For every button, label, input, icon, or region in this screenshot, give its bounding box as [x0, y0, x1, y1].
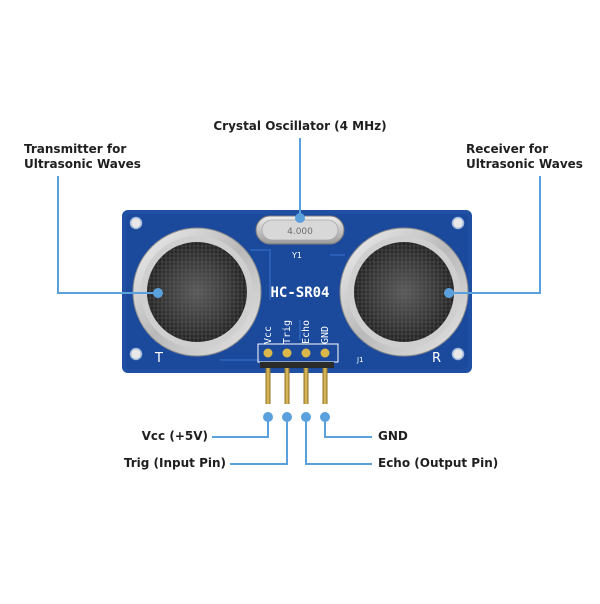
- pin-base: [260, 362, 334, 368]
- trig-label: Trig (Input Pin): [123, 456, 226, 470]
- leader-dot-crystal: [295, 213, 305, 223]
- vcc-label: Vcc (+5V): [141, 429, 208, 443]
- mounting-hole-bottom-right: [451, 347, 465, 361]
- leader-dot-echo: [301, 412, 311, 422]
- echo-label: Echo (Output Pin): [378, 456, 499, 470]
- pin-gnd: [322, 366, 328, 404]
- pin-trig: [284, 366, 290, 404]
- board-model: HC-SR04: [270, 285, 329, 301]
- leader-dot-trig: [282, 412, 292, 422]
- transmitter-label-line2: Ultrasonic Waves: [24, 157, 141, 171]
- leader-dot-transmitter: [153, 288, 163, 298]
- transmitter-label-line1: Transmitter for: [24, 142, 127, 156]
- leader-transmitter: [57, 176, 156, 294]
- mounting-hole-top-right: [451, 216, 465, 230]
- leader-receiver: [451, 176, 541, 294]
- leader-trig: [230, 420, 288, 465]
- mounting-hole-top-left: [129, 216, 143, 230]
- pin-silk-trig: Trig: [282, 320, 293, 344]
- pin-header-pads: [263, 348, 330, 358]
- leader-dot-receiver: [444, 288, 454, 298]
- pin-silk-echo: Echo: [301, 320, 312, 344]
- leader-gnd: [324, 420, 372, 438]
- pin-silk-gnd: GND: [320, 326, 331, 344]
- receiver-label-line2: Ultrasonic Waves: [466, 157, 583, 171]
- crystal-ref: Y1: [291, 251, 302, 260]
- receiver-label: Receiver for Ultrasonic Waves: [466, 142, 583, 172]
- leader-dot-vcc: [263, 412, 273, 422]
- receiver: [339, 227, 469, 357]
- header-ref: J1: [356, 356, 364, 364]
- leader-dot-gnd: [320, 412, 330, 422]
- mounting-hole-bottom-left: [129, 347, 143, 361]
- leader-vcc: [212, 420, 269, 438]
- pin-silk-vcc: Vcc: [263, 326, 274, 344]
- crystal-marking: 4.000: [287, 227, 313, 237]
- crystal-oscillator-label: Crystal Oscillator (4 MHz): [213, 119, 387, 133]
- transmitter-label: Transmitter for Ultrasonic Waves: [24, 142, 141, 172]
- transmitter-mark: T: [154, 351, 163, 366]
- gnd-label: GND: [378, 429, 408, 443]
- receiver-mark: R: [432, 351, 441, 366]
- leader-echo: [305, 420, 372, 465]
- pin-echo: [303, 366, 309, 404]
- receiver-label-line1: Receiver for: [466, 142, 549, 156]
- pin-vcc: [265, 366, 271, 404]
- pcb-traces: [220, 249, 345, 361]
